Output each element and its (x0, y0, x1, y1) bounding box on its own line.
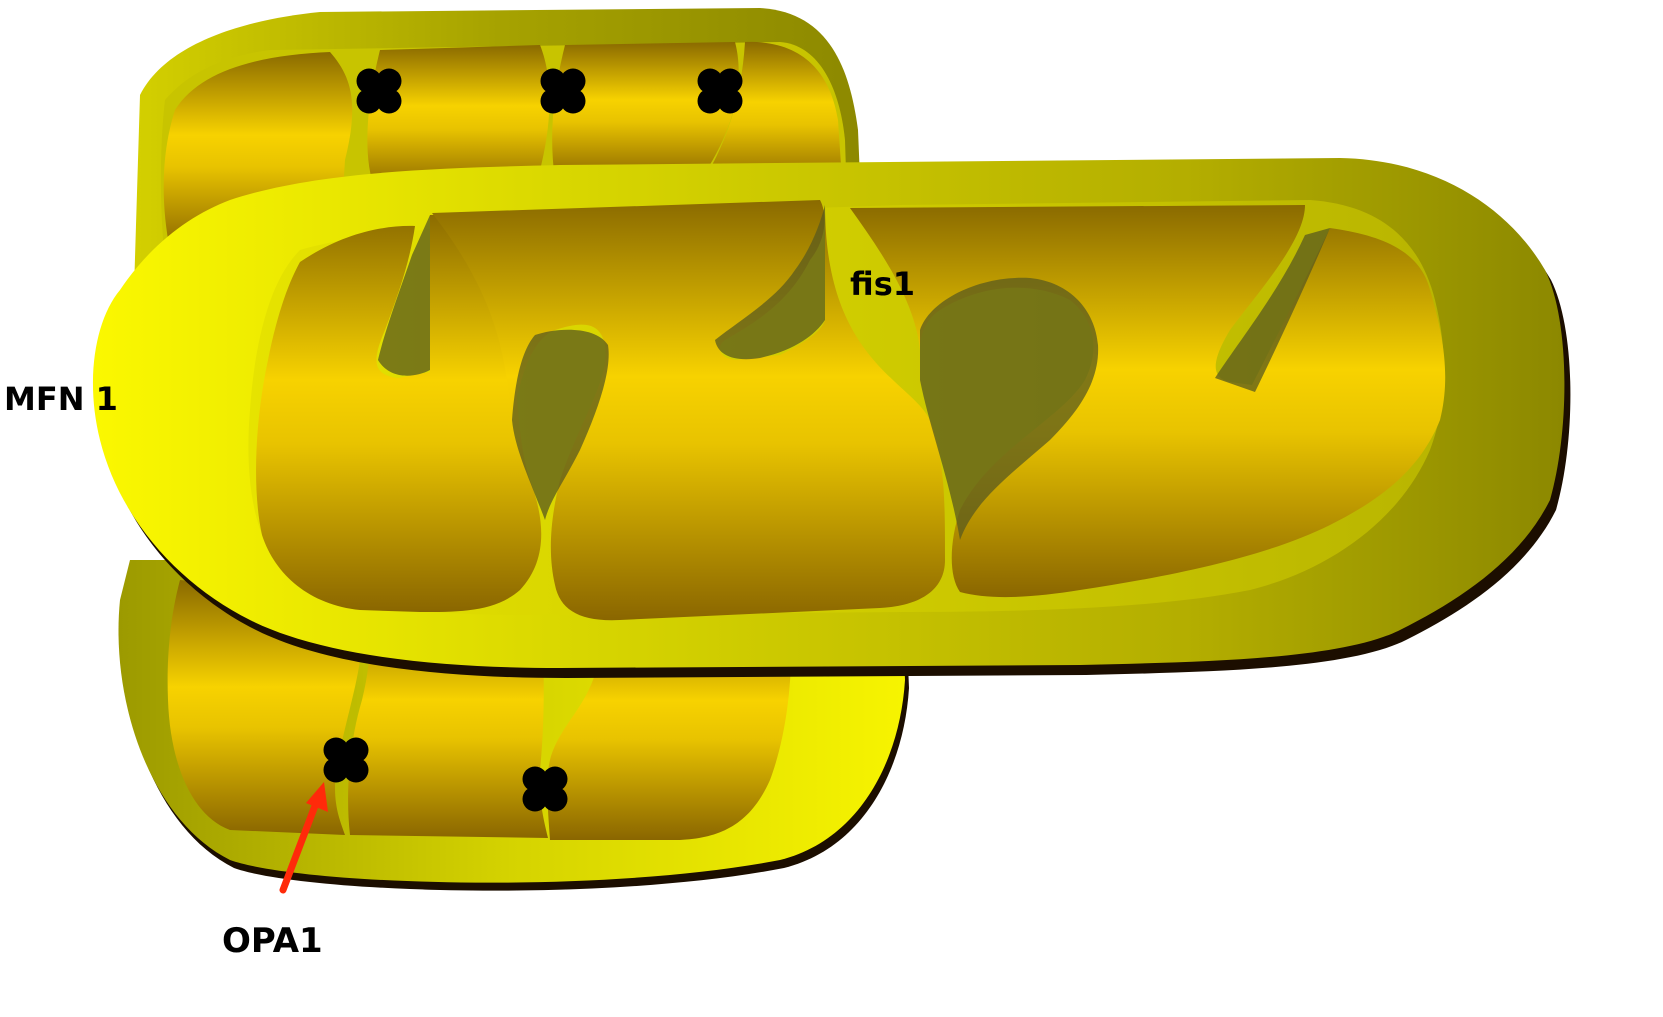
opa1-label: OPA1 (222, 924, 323, 958)
protein-dot (367, 79, 392, 104)
protein-cluster-icon (523, 767, 568, 812)
protein-dot (708, 79, 733, 104)
protein-cluster-icon (698, 69, 743, 114)
mfn-label: MFN 1 (4, 383, 118, 415)
protein-dot (551, 79, 576, 104)
protein-cluster-icon (324, 738, 369, 783)
fis1-label: fis1 (850, 268, 915, 300)
protein-dot (533, 777, 558, 802)
mitochondrion-front (93, 158, 1570, 678)
protein-cluster-icon (357, 69, 402, 114)
protein-dot (334, 748, 359, 773)
protein-cluster-icon (541, 69, 586, 114)
